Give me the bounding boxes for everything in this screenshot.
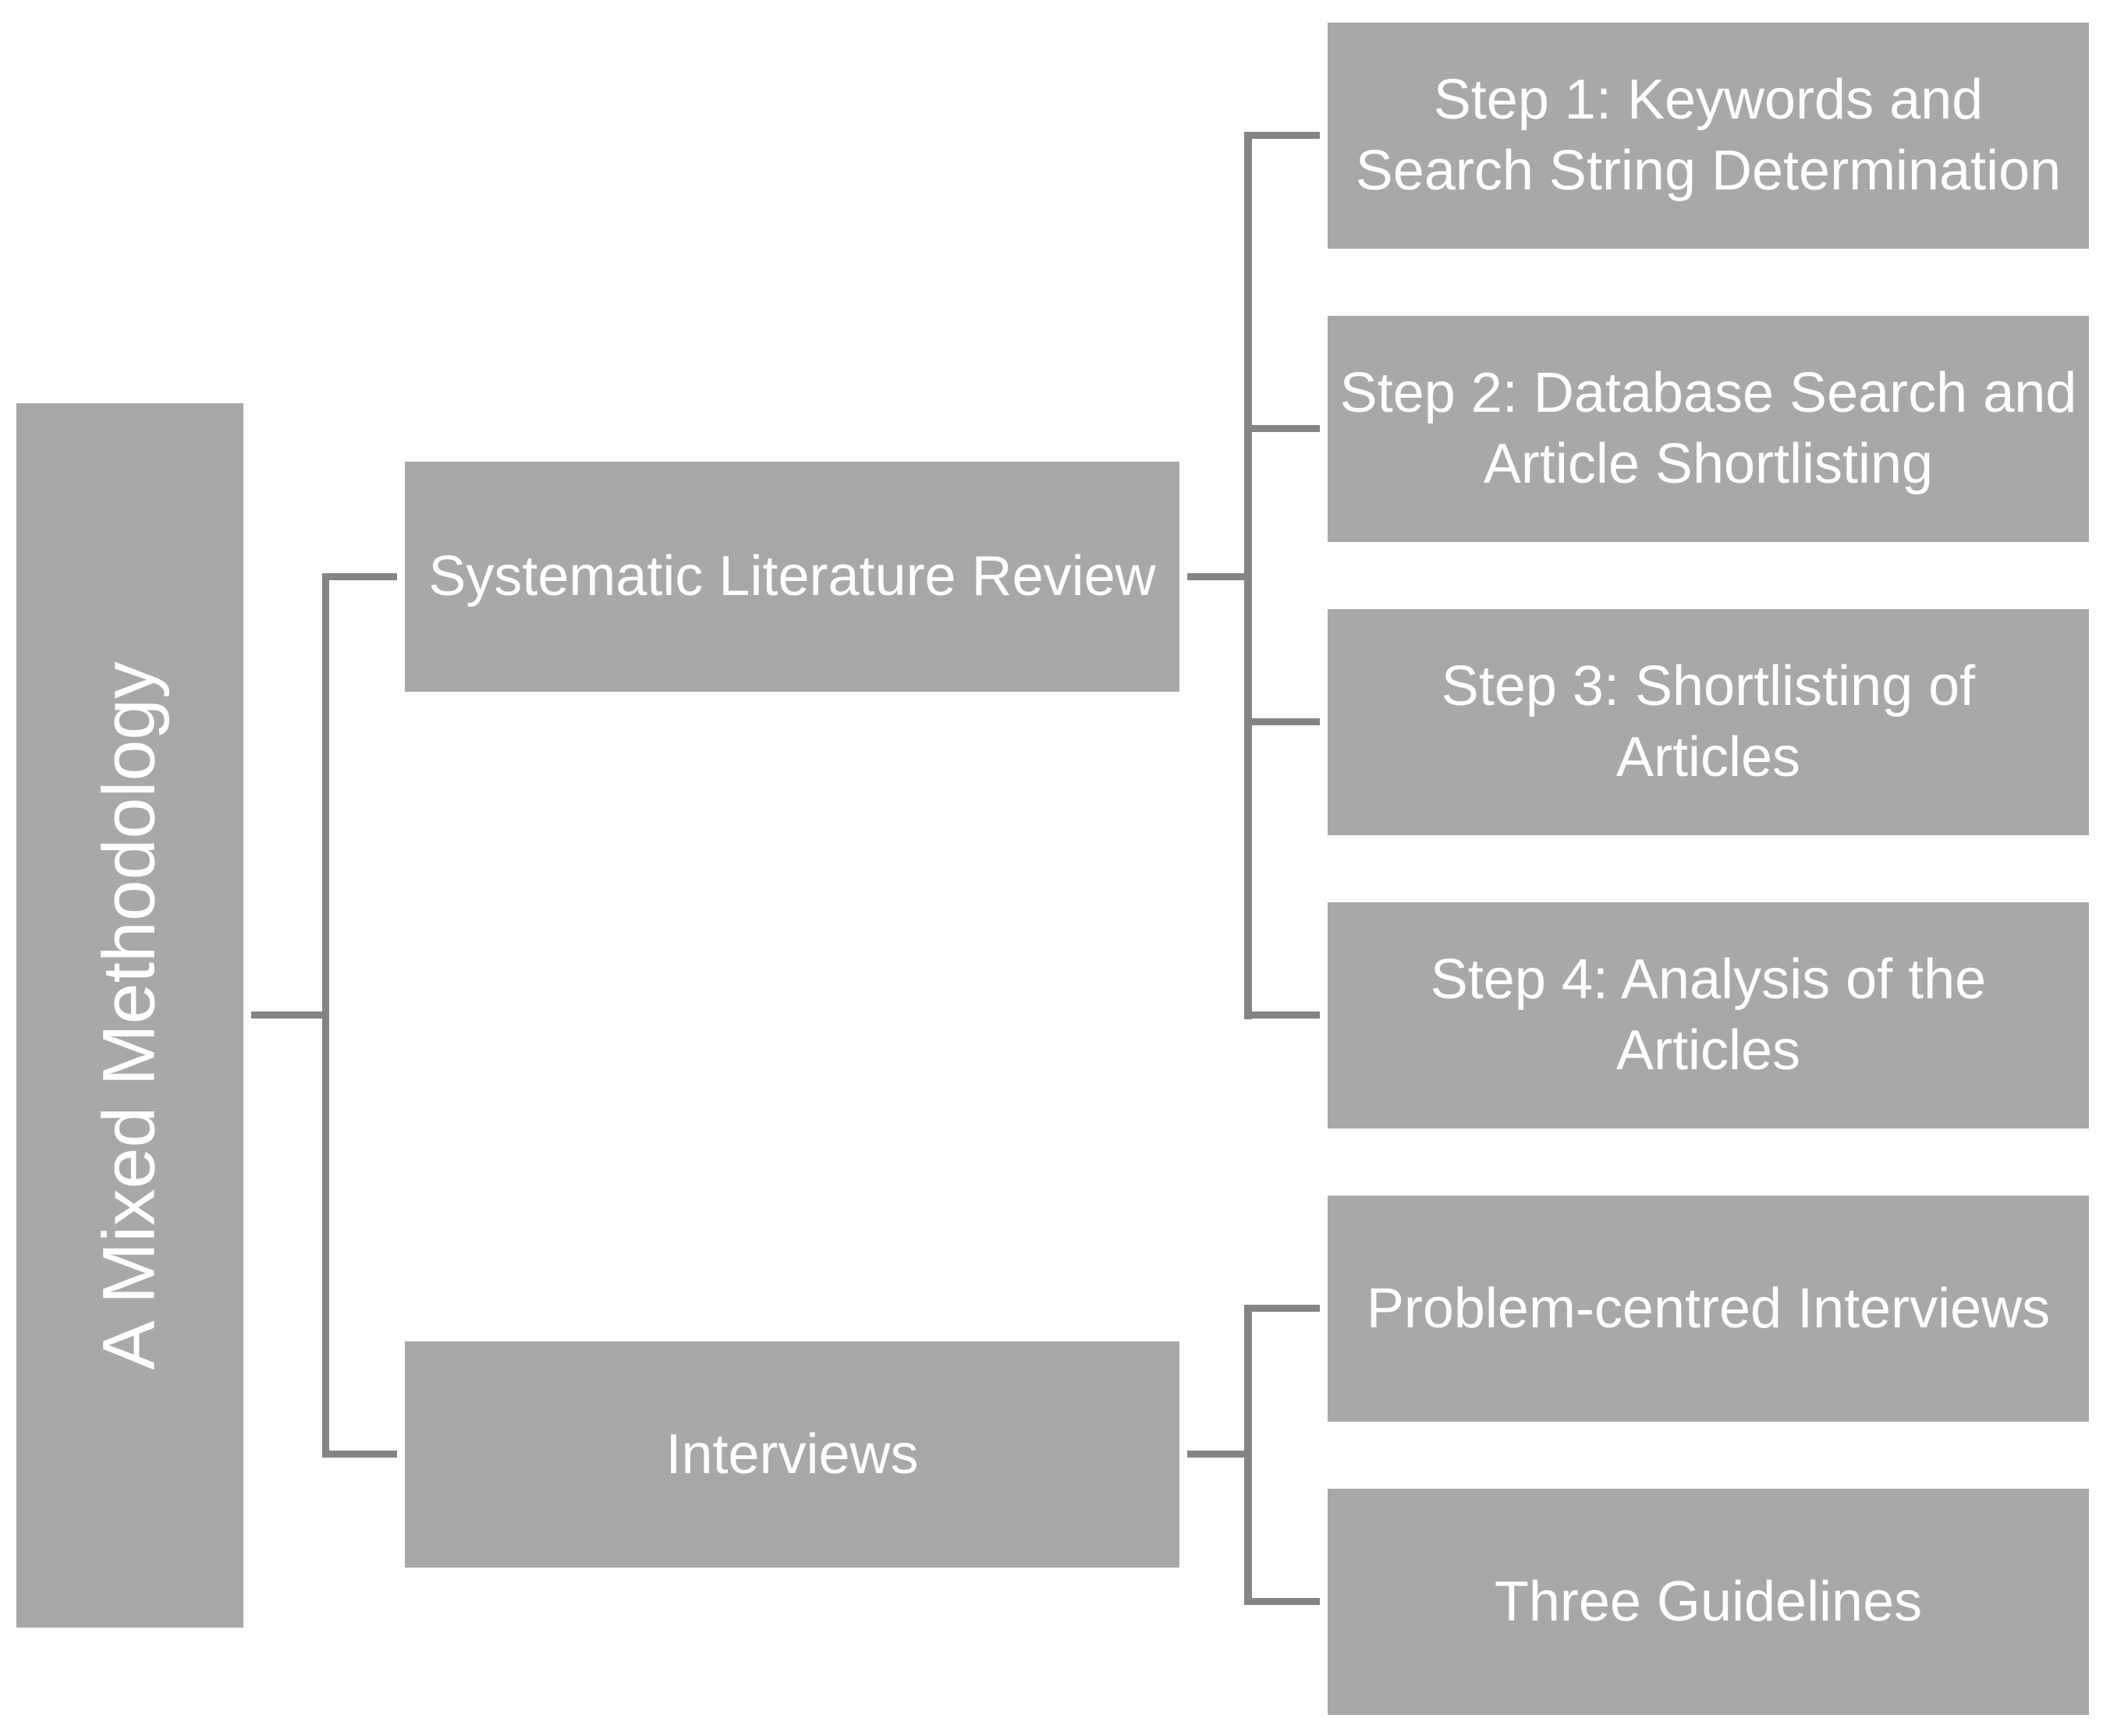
connector-slr-trunk (1244, 132, 1252, 1019)
node-label: Systematic Literature Review (428, 545, 1156, 608)
node-step3-shortlisting-articles: Step 3: Shortlisting of Articles (1328, 609, 2089, 835)
node-label: Interviews (665, 1422, 919, 1486)
node-step4-analysis-articles: Step 4: Analysis of the Articles (1328, 902, 2089, 1128)
node-label: Problem-centred Interviews (1366, 1277, 2051, 1340)
connector-branch-three-guidelines (1252, 1598, 1320, 1605)
node-interviews: Interviews (405, 1341, 1179, 1568)
connector-slr-feed (1187, 573, 1244, 580)
node-label: Step 3: Shortlisting of Articles (1441, 655, 1976, 788)
node-label: Step 2: Database Search and Article Shor… (1339, 362, 2077, 495)
node-mixed-methodology: A Mixed Methodology (16, 403, 243, 1628)
connector-branch-problem-centred (1252, 1305, 1320, 1312)
connector-interviews-trunk (1244, 1305, 1252, 1605)
connector-branch-interviews (329, 1451, 397, 1458)
connector-branch-step3 (1252, 718, 1320, 725)
connector-branch-step4 (1252, 1011, 1320, 1019)
connector-branch-step2 (1252, 425, 1320, 432)
connector-branch-slr (329, 573, 397, 580)
node-problem-centred-interviews: Problem-centred Interviews (1328, 1196, 2089, 1422)
connector-root-stub (251, 1011, 329, 1019)
node-label: Step 1: Keywords and Search String Deter… (1355, 69, 2062, 202)
node-step2-database-search-shortlisting: Step 2: Database Search and Article Shor… (1328, 316, 2089, 542)
node-step1-keywords-search-string: Step 1: Keywords and Search String Deter… (1328, 23, 2089, 249)
connector-branch-step1 (1252, 132, 1320, 139)
connector-interviews-feed (1187, 1451, 1244, 1458)
node-systematic-literature-review: Systematic Literature Review (405, 462, 1179, 692)
node-label: Three Guidelines (1494, 1570, 1923, 1633)
connector-root-trunk (322, 573, 329, 1458)
node-three-guidelines: Three Guidelines (1328, 1489, 2089, 1715)
node-label: Step 4: Analysis of the Articles (1430, 948, 1987, 1082)
node-label: A Mixed Methodology (88, 661, 171, 1370)
